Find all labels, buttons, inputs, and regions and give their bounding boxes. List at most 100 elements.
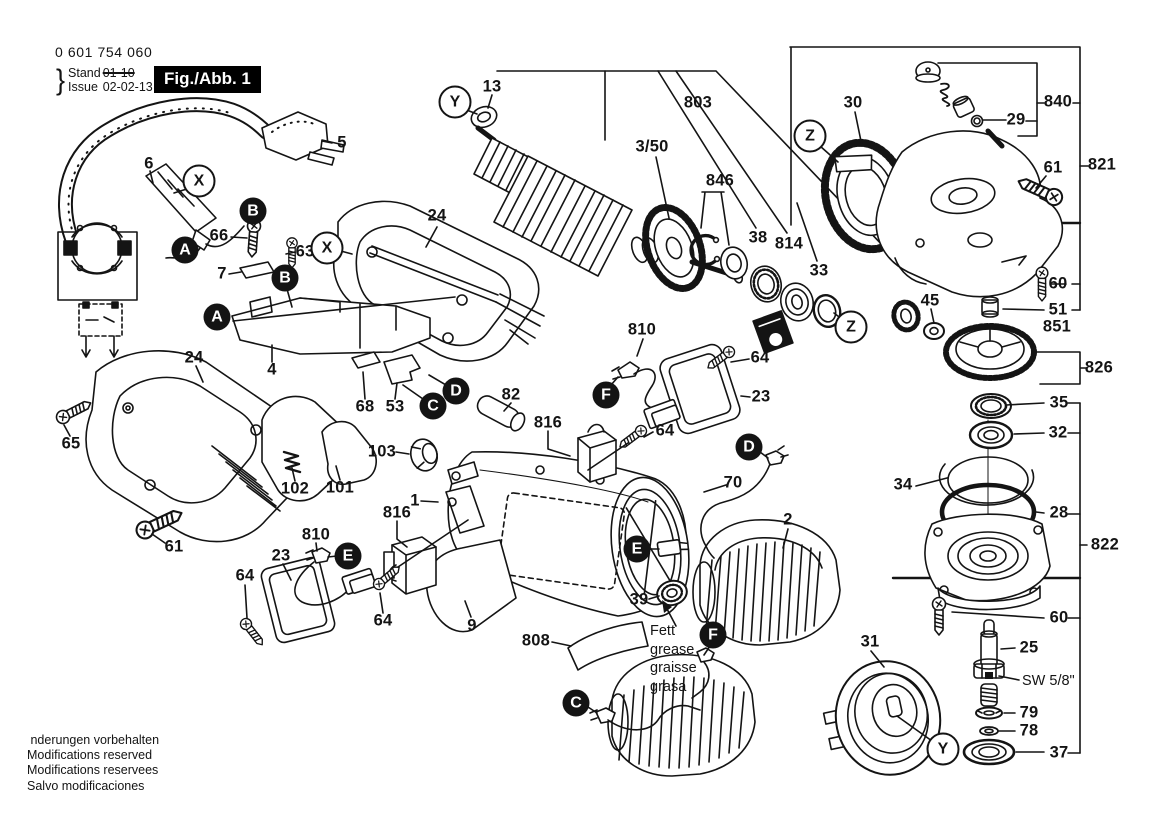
footer-legal-text: nderungen vorbehalten Modifications rese… (27, 733, 160, 793)
callout-x: X (182, 164, 216, 198)
stand-label: Stand (68, 66, 101, 80)
part-label-6: 6 (144, 154, 154, 173)
part-label-63: 63 (295, 242, 315, 261)
part-label-51: 51 (1048, 300, 1068, 319)
part-label-851: 851 (1042, 317, 1072, 336)
callout-e: E (623, 535, 651, 563)
part-label-816: 816 (382, 503, 412, 522)
part-label-79: 79 (1019, 703, 1039, 722)
covers-drawing (260, 343, 741, 644)
part-label-840: 840 (1043, 92, 1073, 111)
callout-b: B (271, 264, 299, 292)
part-label-61: 61 (164, 537, 184, 556)
power-cord-drawing (58, 97, 345, 260)
part-label-3-50: 3/50 (635, 137, 669, 156)
callout-z: Z (793, 119, 827, 153)
part-label-60: 60 (1049, 608, 1069, 627)
stand-value: 01-10 (102, 66, 135, 80)
part-label-64: 64 (235, 566, 255, 585)
callout-a: A (171, 236, 199, 264)
part-label-60: 60 (1048, 274, 1068, 293)
callout-c: C (562, 689, 590, 717)
document-part-number: 0 601 754 060 (55, 44, 153, 60)
part-label-822: 822 (1090, 535, 1120, 554)
brush-holders-drawing (383, 423, 617, 595)
part-label-35: 35 (1049, 393, 1069, 412)
part-label-33: 33 (809, 261, 829, 280)
part-label-66: 66 (209, 226, 229, 245)
part-label-23: 23 (271, 546, 291, 565)
motor-housing-drawing (426, 450, 690, 671)
part-label-28: 28 (1049, 503, 1069, 522)
callout-f: F (699, 621, 727, 649)
callout-z: Z (834, 310, 868, 344)
wrench-size-note: SW 5/8" (1022, 673, 1075, 689)
part-label-102: 102 (280, 479, 310, 498)
bevel-gear-826 (943, 323, 1037, 381)
part-label-101: 101 (325, 478, 355, 497)
part-label-32: 32 (1048, 423, 1068, 442)
part-label-45: 45 (920, 291, 940, 310)
part-label-78: 78 (1019, 721, 1039, 740)
part-label-34: 34 (893, 475, 913, 494)
part-label-2: 2 (783, 510, 793, 529)
switch-drawing (231, 261, 526, 472)
spindle-25 (973, 619, 1005, 707)
spindle-column-drawing (924, 393, 1051, 766)
issue-value: 02-02-13 (102, 80, 153, 94)
part-label-25: 25 (1019, 638, 1039, 657)
callout-y: Y (926, 732, 960, 766)
stator-lower-drawing (607, 653, 756, 777)
part-label-5: 5 (337, 133, 347, 152)
part-label-65: 65 (61, 434, 81, 453)
part-label-810: 810 (627, 320, 657, 339)
callout-f: F (592, 381, 620, 409)
part-label-64: 64 (373, 611, 393, 630)
part-label-846: 846 (705, 171, 735, 190)
part-label-29: 29 (1006, 110, 1026, 129)
callout-d: D (442, 377, 470, 405)
part-label-37: 37 (1049, 743, 1069, 762)
part-label-808: 808 (521, 631, 551, 650)
gearhead-drawing (875, 61, 1064, 381)
part-label-9: 9 (467, 616, 477, 635)
part-label-826: 826 (1084, 358, 1114, 377)
callout-d: D (735, 433, 763, 461)
callout-x: X (310, 231, 344, 265)
part-label-64: 64 (750, 348, 770, 367)
left-housing-drawing (85, 350, 377, 543)
part-label-103: 103 (367, 442, 397, 461)
armature-drawing (470, 105, 744, 292)
part-label-13: 13 (482, 77, 502, 96)
part-label-64: 64 (655, 421, 675, 440)
part-label-39: 39 (629, 590, 649, 609)
part-label-23: 23 (751, 387, 771, 406)
part-label-7: 7 (217, 264, 227, 283)
callout-b: B (239, 197, 267, 225)
revision-block: Stand } 01-10 Issue 02-02-13 (55, 63, 153, 96)
issue-label: Issue (68, 80, 98, 94)
part-label-24: 24 (427, 206, 447, 225)
callout-a: A (203, 303, 231, 331)
part-label-816: 816 (533, 413, 563, 432)
part-label-53: 53 (385, 397, 405, 416)
part-label-4: 4 (267, 360, 277, 379)
revision-brace: } (56, 63, 66, 96)
rings-drawing (689, 233, 842, 354)
part-label-821: 821 (1087, 155, 1117, 174)
part-label-814: 814 (774, 234, 804, 253)
part-label-24: 24 (184, 348, 204, 367)
wiring-schematic-drawing (57, 222, 138, 358)
bearing-cover-drawing (822, 660, 942, 776)
callout-y: Y (438, 85, 472, 119)
cables-drawing (294, 361, 789, 731)
part-label-30: 30 (843, 93, 863, 112)
leader-lines (63, 94, 1047, 753)
part-label-82: 82 (501, 385, 521, 404)
part-label-803: 803 (683, 93, 713, 112)
callout-e: E (334, 542, 362, 570)
part-label-31: 31 (860, 632, 880, 651)
figure-title: Fig./Abb. 1 (154, 66, 261, 93)
